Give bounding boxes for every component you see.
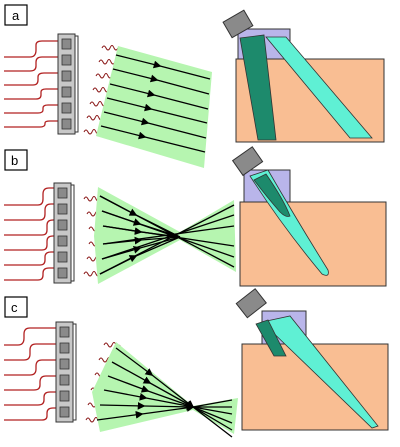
panel-label-c: c xyxy=(11,300,18,315)
wires-c xyxy=(4,327,56,421)
rays-c xyxy=(96,347,233,438)
panel-b: b xyxy=(4,146,387,287)
wires-b xyxy=(4,187,54,281)
panel-a: a xyxy=(4,4,385,168)
transducer-array-c xyxy=(55,321,77,423)
panel-label-box-a xyxy=(4,4,28,26)
rays-a xyxy=(100,54,211,153)
transducer-array-b xyxy=(53,182,75,284)
panel-label-a: a xyxy=(12,8,20,23)
panel-c: c xyxy=(4,288,389,438)
panel-label-box-b xyxy=(4,149,28,171)
specimen-c xyxy=(235,288,389,431)
transducer-array-a xyxy=(57,33,79,135)
panel-label-b: b xyxy=(11,153,18,168)
panel-label-box-c xyxy=(4,296,28,318)
rays-b xyxy=(99,195,235,275)
specimen-b xyxy=(231,146,387,287)
beam-a xyxy=(96,46,212,168)
wires-a xyxy=(4,40,58,128)
specimen-a xyxy=(222,9,385,143)
